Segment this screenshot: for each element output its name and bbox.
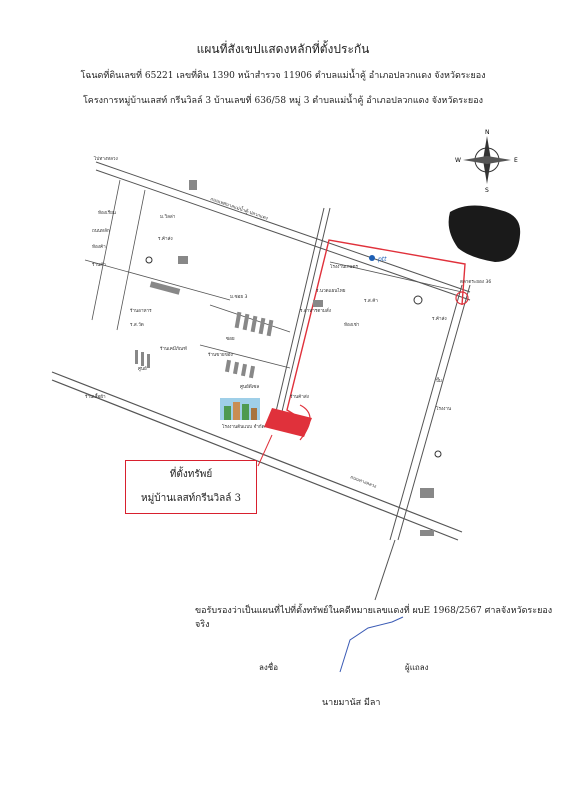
building-blocks — [135, 180, 434, 536]
landmark-label: ร.นวดแผนไทย — [316, 287, 346, 294]
landmark-label: ร้านเคมีภัณฑ์ — [160, 345, 187, 352]
certification-text: ขอรับรองว่าเป็นแผนที่ไปที่ตั้งทรัพย์ในคด… — [195, 606, 553, 630]
page-title: แผนที่สังเขปแสดงหลักที่ตั้งประกัน — [196, 42, 370, 56]
building-block-icon — [220, 398, 260, 420]
route-path — [286, 239, 466, 419]
landmark-label: ร้านค้า — [92, 262, 106, 268]
site-label: โรงงานต้นแบบ จำกัด — [222, 423, 265, 430]
landmark-label: ศูนย์ดีเซล — [240, 383, 259, 390]
landmark-label: ศูนย์ — [138, 365, 147, 372]
landmark-label: ถนนหลัก — [92, 227, 110, 234]
landmark-label: ร.ส.ค้า — [364, 298, 378, 304]
landmark-label: ม.วิลล่า — [160, 214, 176, 220]
landmark-label: ร้านอาหาร — [130, 308, 152, 314]
signature-label-right: ผู้แถลง — [405, 663, 429, 672]
road-label: ไปทางหลวง — [93, 155, 118, 162]
ptt-icon: ptt — [369, 255, 387, 263]
road-label: ถนนเทศบาลแม่น้ำคู้-ปลวกแดง — [209, 195, 269, 221]
property-marker — [257, 404, 312, 467]
signer-name: นายมานัส มีลา — [322, 698, 381, 708]
property-label-box: ที่ตั้งทรัพย์ หมู่บ้านเลสท์กรีนวิลล์ 3 — [125, 460, 257, 514]
signature-label-left: ลงชื่อ — [259, 663, 279, 672]
landmark-label: ปั๊ม — [436, 377, 442, 384]
deed-info-line: โฉนดที่ดินเลขที่ 65221 เลขที่ดิน 1390 หน… — [80, 71, 486, 81]
landmark-label: โรงงาน — [436, 405, 452, 412]
landmark-label: ห้องเช่า — [344, 322, 360, 328]
property-name: หมู่บ้านเลสท์กรีนวิลล์ 3 — [141, 493, 241, 504]
landmark-label: โรงงานเกษตร — [330, 263, 359, 270]
svg-text:E: E — [514, 157, 518, 164]
landmark-label: ซอย — [226, 336, 235, 342]
svg-text:S: S — [485, 187, 489, 194]
landmark-label: ม.ซอย 3 — [230, 294, 248, 300]
landmark-label: ร้านเสื้อผ้า — [85, 393, 106, 400]
road-label: ถนนทางหลวง — [349, 475, 377, 490]
landmark-label: ร้านค้าส่ง — [290, 394, 309, 400]
svg-text:N: N — [485, 129, 490, 136]
landmark-label: ร้านขายของ — [208, 352, 233, 358]
landmark-label: ห้องเรียน — [98, 209, 117, 216]
landmark-label: ร.ส.วัด — [130, 321, 144, 328]
road-network — [51, 161, 471, 601]
compass-icon: N S E W — [455, 129, 518, 194]
property-label: ที่ตั้งทรัพย์ — [169, 469, 213, 480]
landmark-pin — [413, 295, 423, 305]
landmark-label: ห้องค้า — [92, 244, 106, 250]
svg-text:W: W — [455, 157, 461, 164]
signature-mark — [339, 616, 404, 673]
landmark-label: ร.อาหารตามสั่ง — [300, 307, 331, 314]
project-info-line: โครงการหมู่บ้านเลสท์ กรีนวิลล์ 3 บ้านเลข… — [82, 96, 484, 106]
route-start-marker — [455, 291, 469, 305]
landmark-pin — [145, 256, 153, 264]
svg-text:ptt: ptt — [377, 256, 387, 263]
landmark-pin — [434, 450, 442, 458]
landmark-label: ตลาดระยอง 36 — [460, 279, 491, 285]
landmark-label: ร.ค้าส่ง — [158, 236, 173, 242]
lake-shape — [448, 205, 521, 262]
landmark-label: ร.ค้าส่ง — [432, 316, 447, 322]
